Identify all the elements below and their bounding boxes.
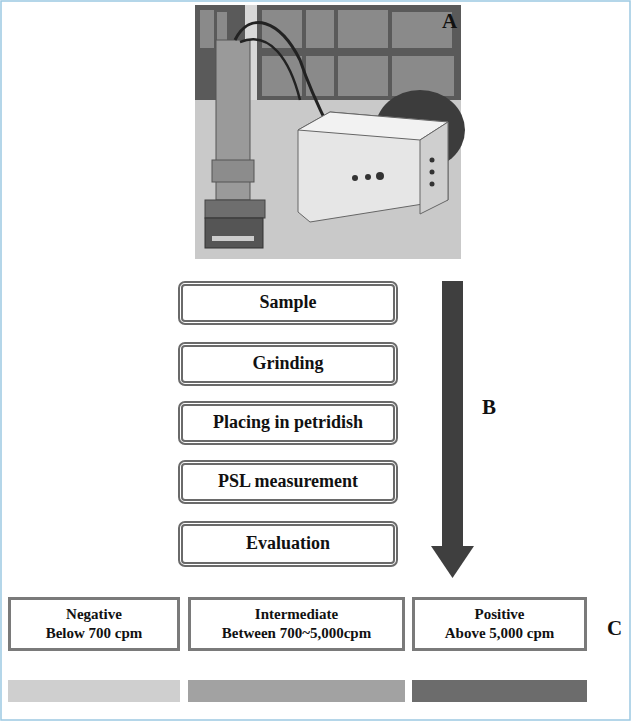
device-photo xyxy=(195,5,465,259)
box-text: Positive xyxy=(475,605,525,624)
process-arrow xyxy=(431,281,474,578)
cylinder-collar xyxy=(212,160,254,182)
drawer-handle xyxy=(212,236,254,241)
level-bar xyxy=(188,680,405,702)
level-bar xyxy=(412,680,587,702)
box-text: Evaluation xyxy=(246,533,330,555)
sample-drawer xyxy=(205,218,263,248)
box-text: Above 5,000 cpm xyxy=(445,624,555,643)
box-text: Intermediate xyxy=(255,605,338,624)
result-category: NegativeBelow 700 cpm xyxy=(8,597,180,651)
sample-stage xyxy=(205,200,265,218)
process-step: Sample xyxy=(178,281,398,325)
cable xyxy=(235,23,330,130)
box-text: PSL measurement xyxy=(218,471,358,493)
cable xyxy=(240,39,300,100)
panel-letter: A xyxy=(442,9,457,34)
panel-letter: B xyxy=(482,395,496,420)
panel-letter: C xyxy=(607,616,622,641)
arrow-head xyxy=(431,546,474,578)
process-step: PSL measurement xyxy=(178,460,398,504)
reader-side xyxy=(420,122,448,214)
process-step: Placing in petridish xyxy=(178,401,398,445)
level-bar xyxy=(8,680,180,702)
result-category: IntermediateBetween 700~5,000cpm xyxy=(188,597,405,651)
reader-unit xyxy=(298,112,448,222)
box-text: Grinding xyxy=(252,353,323,375)
box-text: Below 700 cpm xyxy=(46,624,143,643)
reader-top xyxy=(298,112,448,140)
reader-buttons xyxy=(352,158,435,187)
box-text: Sample xyxy=(259,292,316,314)
box-text: Between 700~5,000cpm xyxy=(222,624,371,643)
process-step: Evaluation xyxy=(178,521,398,567)
process-step: Grinding xyxy=(178,342,398,386)
box-text: Negative xyxy=(66,605,122,624)
box-text: Placing in petridish xyxy=(213,412,363,434)
photo-background xyxy=(195,5,461,259)
result-category: PositiveAbove 5,000 cpm xyxy=(412,597,587,651)
arrow-shaft xyxy=(442,281,463,547)
